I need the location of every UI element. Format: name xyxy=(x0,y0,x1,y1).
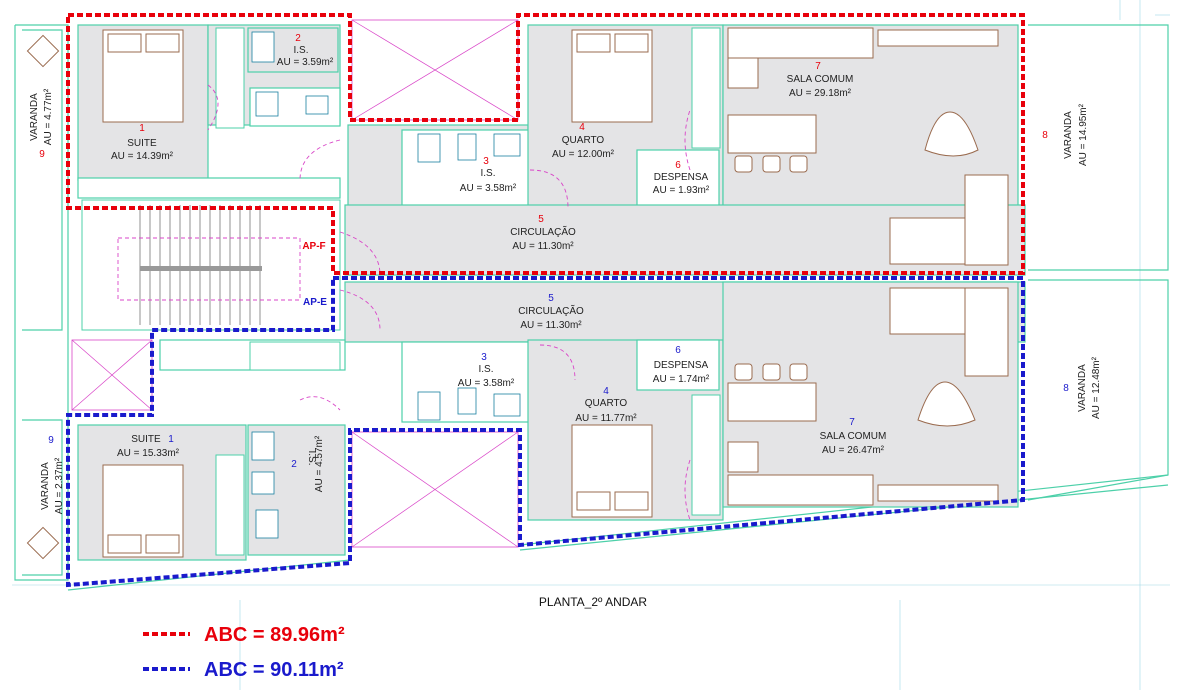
f-despensa-area: AU = 1.93m² xyxy=(653,185,710,196)
e-despensa-name: DESPENSA xyxy=(654,360,709,371)
e-varanda9-number: 9 xyxy=(48,435,54,446)
apt-f-marker: AP-F xyxy=(302,241,325,252)
e-varanda8-area: AU = 12.48m² xyxy=(1091,356,1102,419)
e-despensa-area: AU = 1.74m² xyxy=(653,374,710,385)
e-is2-area: AU = 4.57m² xyxy=(314,435,325,492)
bathroom-fixtures xyxy=(251,31,521,539)
e-varanda9-area: AU = 2.37m² xyxy=(54,457,65,514)
e-circ-area: AU = 11.30m² xyxy=(520,320,582,331)
dining-table-icon xyxy=(727,114,817,422)
sofa-icon xyxy=(889,111,1009,427)
f-sala-area: AU = 29.18m² xyxy=(789,88,852,99)
e-sala-area: AU = 26.47m² xyxy=(822,445,885,456)
f-varanda8-name: VARANDA xyxy=(1063,111,1074,159)
f-circ-name: CIRCULAÇÃO xyxy=(510,225,576,238)
f-is2-area: AU = 3.59m² xyxy=(277,57,334,68)
room-labels: SUITE AU = 14.39m² I.S. AU = 3.59m² I.S.… xyxy=(29,45,1102,514)
f-circ-number: 5 xyxy=(538,214,544,225)
f-quarto-name: QUARTO xyxy=(562,135,605,146)
e-circ-number: 5 xyxy=(548,293,554,304)
e-varanda9-name: VARANDA xyxy=(40,462,51,510)
f-varanda9-number: 9 xyxy=(39,149,45,160)
e-suite-area: AU = 15.33m² xyxy=(117,448,180,459)
apt-f-boundary xyxy=(66,13,1025,275)
e-varanda8-name: VARANDA xyxy=(1077,364,1088,412)
f-despensa-number: 6 xyxy=(675,160,681,171)
e-is3-name: I.S. xyxy=(478,364,493,375)
f-suite-name: SUITE xyxy=(127,138,157,149)
plan-title: PLANTA_2º ANDAR xyxy=(539,595,648,609)
legend-label-blue: ABC = 90.11m² xyxy=(204,659,344,681)
legend: ABC = 89.96m² ABC = 90.11m² xyxy=(143,624,345,681)
f-varanda9-area: AU = 4.77m² xyxy=(43,88,54,145)
door-swings xyxy=(207,84,691,521)
e-is2-name: I.S. xyxy=(306,450,317,465)
e-suite-number: 1 xyxy=(168,434,174,445)
construction-lines xyxy=(12,0,1170,690)
e-varanda8-number: 8 xyxy=(1063,383,1069,394)
e-despensa-number: 6 xyxy=(675,345,681,356)
e-quarto-number: 4 xyxy=(603,386,609,397)
f-is2-number: 2 xyxy=(295,33,301,44)
f-quarto-area: AU = 12.00m² xyxy=(552,149,615,160)
room-numbers: 1 2 3 4 5 6 7 8 9 1 2 3 4 5 6 7 8 9 xyxy=(39,33,1069,470)
f-suite-number: 1 xyxy=(139,123,145,134)
apt-e-marker: AP-E xyxy=(303,297,327,308)
e-circ-name: CIRCULAÇÃO xyxy=(518,304,584,317)
f-circ-area: AU = 11.30m² xyxy=(512,241,574,252)
legend-label-red: ABC = 89.96m² xyxy=(204,624,345,646)
e-is3-number: 3 xyxy=(481,352,487,363)
room-f-despensa xyxy=(636,149,720,211)
f-varanda9-name: VARANDA xyxy=(29,93,40,141)
room-e-despensa xyxy=(636,339,720,391)
f-is3-area: AU = 3.58m² xyxy=(460,183,517,194)
planter-icon xyxy=(26,34,60,560)
f-sala-number: 7 xyxy=(815,61,821,72)
f-is3-name: I.S. xyxy=(480,168,495,179)
e-is2-number: 2 xyxy=(291,459,297,470)
f-suite-area: AU = 14.39m² xyxy=(111,151,174,162)
f-is2-name: I.S. xyxy=(293,45,308,56)
stairwell xyxy=(81,199,341,331)
void-shaft xyxy=(71,19,519,548)
kitchen-counter xyxy=(727,27,999,506)
e-sala-number: 7 xyxy=(849,417,855,428)
f-is3-number: 3 xyxy=(483,156,489,167)
e-quarto-area: AU = 11.77m² xyxy=(575,413,637,424)
f-sala-name: SALA COMUM xyxy=(787,74,854,85)
e-sala-name: SALA COMUM xyxy=(820,431,887,442)
wardrobe-icon xyxy=(215,27,721,556)
e-is3-area: AU = 3.58m² xyxy=(458,378,515,389)
e-quarto-name: QUARTO xyxy=(585,398,628,409)
e-suite-name: SUITE xyxy=(131,434,161,445)
f-quarto-number: 4 xyxy=(579,122,585,133)
f-despensa-name: DESPENSA xyxy=(654,172,709,183)
f-varanda8-number: 8 xyxy=(1042,130,1048,141)
bed-icon xyxy=(102,29,653,558)
apt-e-boundary xyxy=(66,276,1025,588)
f-varanda8-area: AU = 14.95m² xyxy=(1078,103,1089,166)
